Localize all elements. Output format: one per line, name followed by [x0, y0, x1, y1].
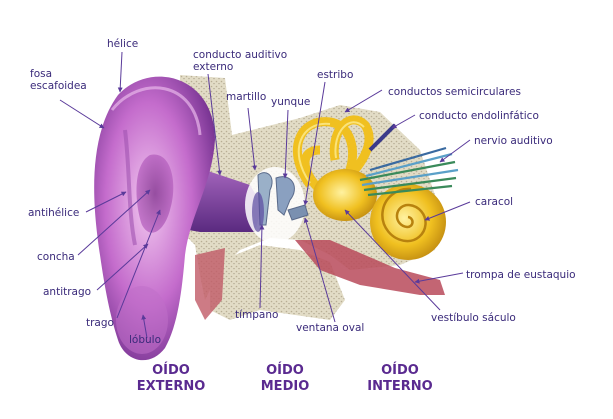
section-oido-externo: OÍDO EXTERNO	[126, 363, 216, 395]
cochlea-shape	[370, 184, 446, 260]
section-oido-medio-line1: OÍDO	[266, 363, 304, 378]
label-timpano: tímpano	[235, 309, 279, 321]
label-conductos-semicirculares: conductos semicirculares	[388, 86, 521, 98]
concha-shape	[136, 154, 174, 233]
section-oido-interno-line1: OÍDO	[381, 363, 419, 378]
label-estribo: estribo	[317, 69, 354, 81]
lower-bone	[210, 245, 345, 320]
label-trompa-de-eustaquio: trompa de eustaquio	[466, 269, 576, 281]
semicircular-canals	[292, 115, 374, 194]
label-caracol: caracol	[475, 196, 514, 208]
antihelix-ridge	[123, 129, 137, 246]
stapes-shape	[287, 204, 309, 221]
section-oido-externo-line2: EXTERNO	[136, 379, 206, 394]
label-conducto-auditivo-externo: conducto auditivo externo	[193, 49, 288, 73]
section-oido-interno: OÍDO INTERNO	[355, 363, 445, 395]
section-oido-medio-line2: MEDIO	[260, 379, 310, 394]
label-antitrago: antitrago	[43, 286, 92, 298]
vestibule-shape	[313, 169, 377, 221]
label-trago: trago	[86, 317, 114, 329]
section-oido-interno-line2: INTERNO	[367, 379, 433, 394]
label-fosa-escafoidea: fosa escafoidea	[30, 68, 87, 92]
label-yunque: yunque	[271, 96, 311, 108]
label-antihelice: antihélice	[28, 207, 80, 219]
label-martillo: martillo	[226, 91, 267, 103]
label-concha: concha	[37, 251, 75, 263]
lobule-shape	[116, 286, 168, 354]
tube-tissue-left	[195, 248, 225, 320]
incus-shape	[275, 176, 295, 216]
auditory-nerve	[359, 146, 459, 197]
label-lobulo: lóbulo	[129, 334, 162, 346]
helix-rim	[110, 86, 202, 136]
label-nervio-auditivo: nervio auditivo	[474, 135, 553, 147]
section-oido-medio: OÍDO MEDIO	[240, 363, 330, 395]
eustachian-tissue	[295, 240, 445, 295]
leader-lines	[59, 51, 471, 339]
eardrum-shape	[252, 192, 264, 232]
temporal-bone	[180, 75, 440, 300]
label-conducto-endolinfatico: conducto endolinfático	[419, 110, 539, 122]
section-oido-externo-line1: OÍDO	[152, 363, 190, 378]
endolymphatic-duct	[368, 123, 397, 152]
label-helice: hélice	[107, 38, 139, 50]
label-vestibulo-saculo: vestíbulo sáculo	[431, 312, 516, 324]
label-ventana-oval: ventana oval	[296, 322, 365, 334]
